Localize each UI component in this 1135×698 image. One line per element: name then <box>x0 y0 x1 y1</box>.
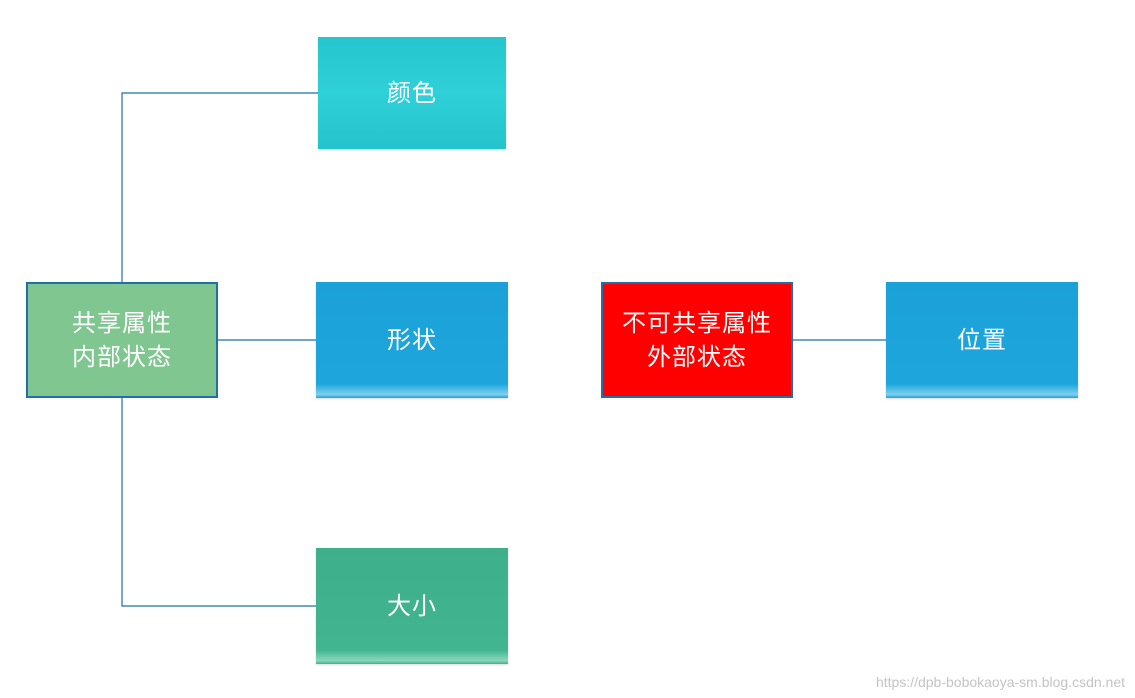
node-label: 不可共享属性 外部状态 <box>622 309 772 371</box>
node-label: 位置 <box>957 326 1007 354</box>
node-label: 颜色 <box>387 79 437 107</box>
connector-shared-to-color <box>121 92 318 282</box>
node-label: 大小 <box>387 592 437 620</box>
connector-shared-to-size <box>121 398 316 607</box>
node-shared-internal-state: 共享属性 内部状态 <box>26 282 218 398</box>
node-unshared-external-state: 不可共享属性 外部状态 <box>601 282 793 398</box>
node-shape: 形状 <box>316 282 508 398</box>
node-size: 大小 <box>316 548 508 664</box>
node-label: 共享属性 内部状态 <box>72 309 172 371</box>
node-color: 颜色 <box>318 37 506 149</box>
node-position: 位置 <box>886 282 1078 398</box>
node-label: 形状 <box>387 326 437 354</box>
watermark-text: https://dpb-bobokaoya-sm.blog.csdn.net <box>875 674 1125 690</box>
